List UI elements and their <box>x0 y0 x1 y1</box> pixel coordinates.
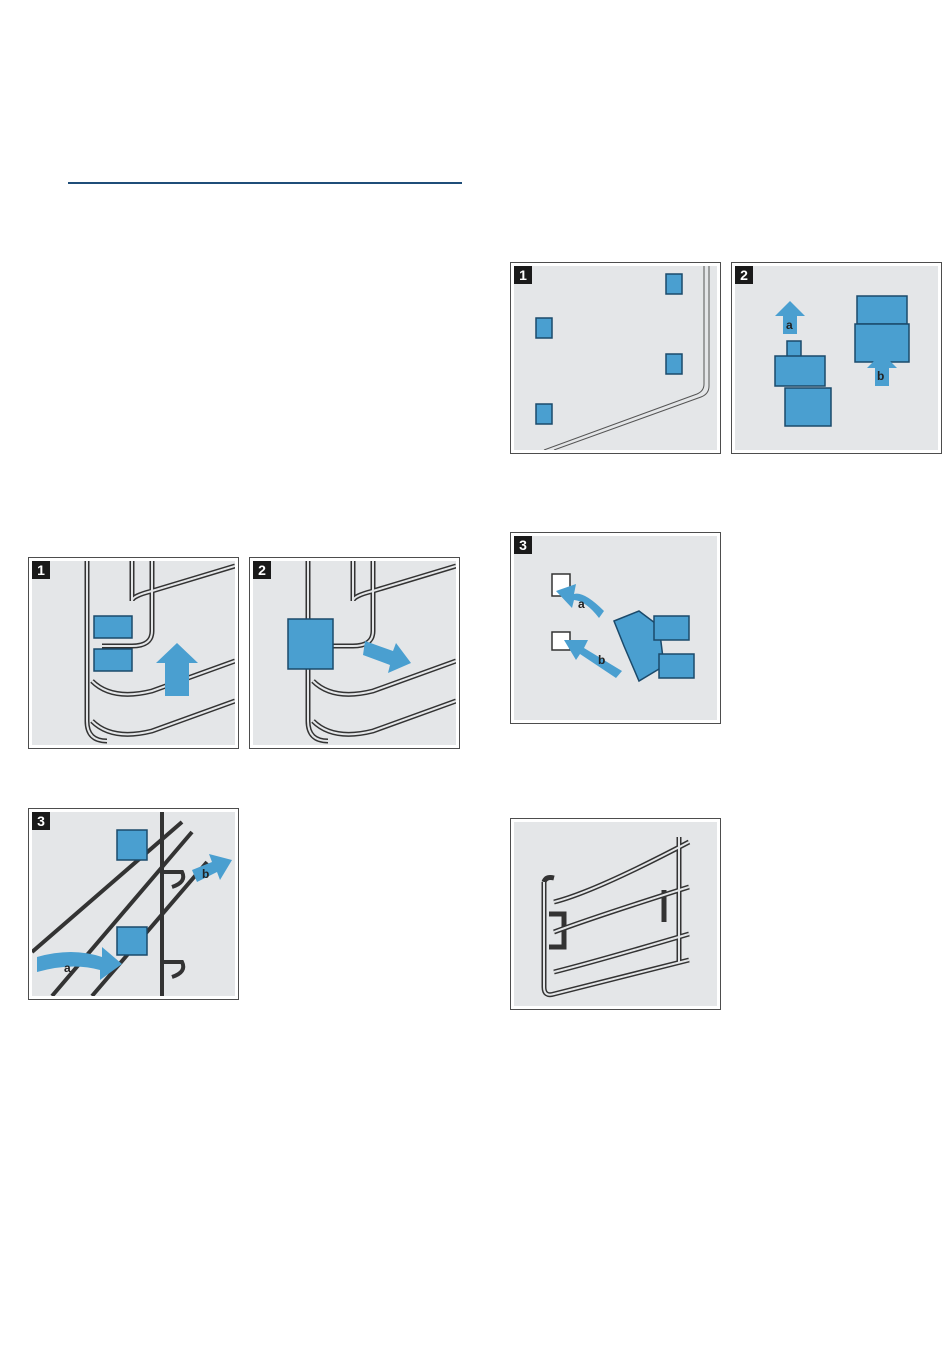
arrow-label-a: a <box>786 318 793 332</box>
clip-body <box>288 619 333 669</box>
clip-part <box>614 611 694 681</box>
clip-top <box>117 830 147 860</box>
step-badge: 3 <box>32 812 50 830</box>
figure-left-1: 1 <box>28 557 239 749</box>
figure-right-1: 1 <box>510 262 721 454</box>
step-badge: 3 <box>514 536 532 554</box>
rail-clip-lift-illustration <box>32 561 235 745</box>
step-badge: 2 <box>253 561 271 579</box>
rail-assembled-illustration <box>514 822 717 1006</box>
arrow-label-b: b <box>598 653 605 667</box>
clip-2 <box>536 318 552 338</box>
figure-right-4 <box>510 818 721 1010</box>
figure-right-2: 2 a b <box>731 262 942 454</box>
arrow-label-b: b <box>202 867 209 881</box>
arrow-b-icon <box>564 640 622 678</box>
step-badge: 2 <box>735 266 753 284</box>
oven-wall-clips-illustration <box>514 266 717 450</box>
clip-bottom <box>94 649 132 671</box>
clip-top <box>94 616 132 638</box>
rail-detach-illustration: a b <box>32 812 235 996</box>
arrow-b-icon <box>192 854 232 882</box>
clip-part-b <box>857 296 907 324</box>
clip-insert-illustration: a b <box>514 536 717 720</box>
clip-3 <box>666 354 682 374</box>
clip-part-a <box>775 356 825 386</box>
figure-left-2: 2 <box>249 557 460 749</box>
figure-right-3: 3 a b <box>510 532 721 724</box>
arrow-label-a: a <box>578 597 585 611</box>
arrow-label-b: b <box>877 369 884 383</box>
clip-1 <box>666 274 682 294</box>
figure-left-3: 3 a b <box>28 808 239 1000</box>
clip-assembly-illustration: a b <box>735 266 938 450</box>
clip-bottom <box>117 927 147 955</box>
arrow-right-icon <box>363 641 411 673</box>
rail-clip-remove-illustration <box>253 561 456 745</box>
section-divider <box>68 182 462 184</box>
step-badge: 1 <box>32 561 50 579</box>
clip-4 <box>536 404 552 424</box>
step-badge: 1 <box>514 266 532 284</box>
arrow-label-a: a <box>64 961 71 975</box>
